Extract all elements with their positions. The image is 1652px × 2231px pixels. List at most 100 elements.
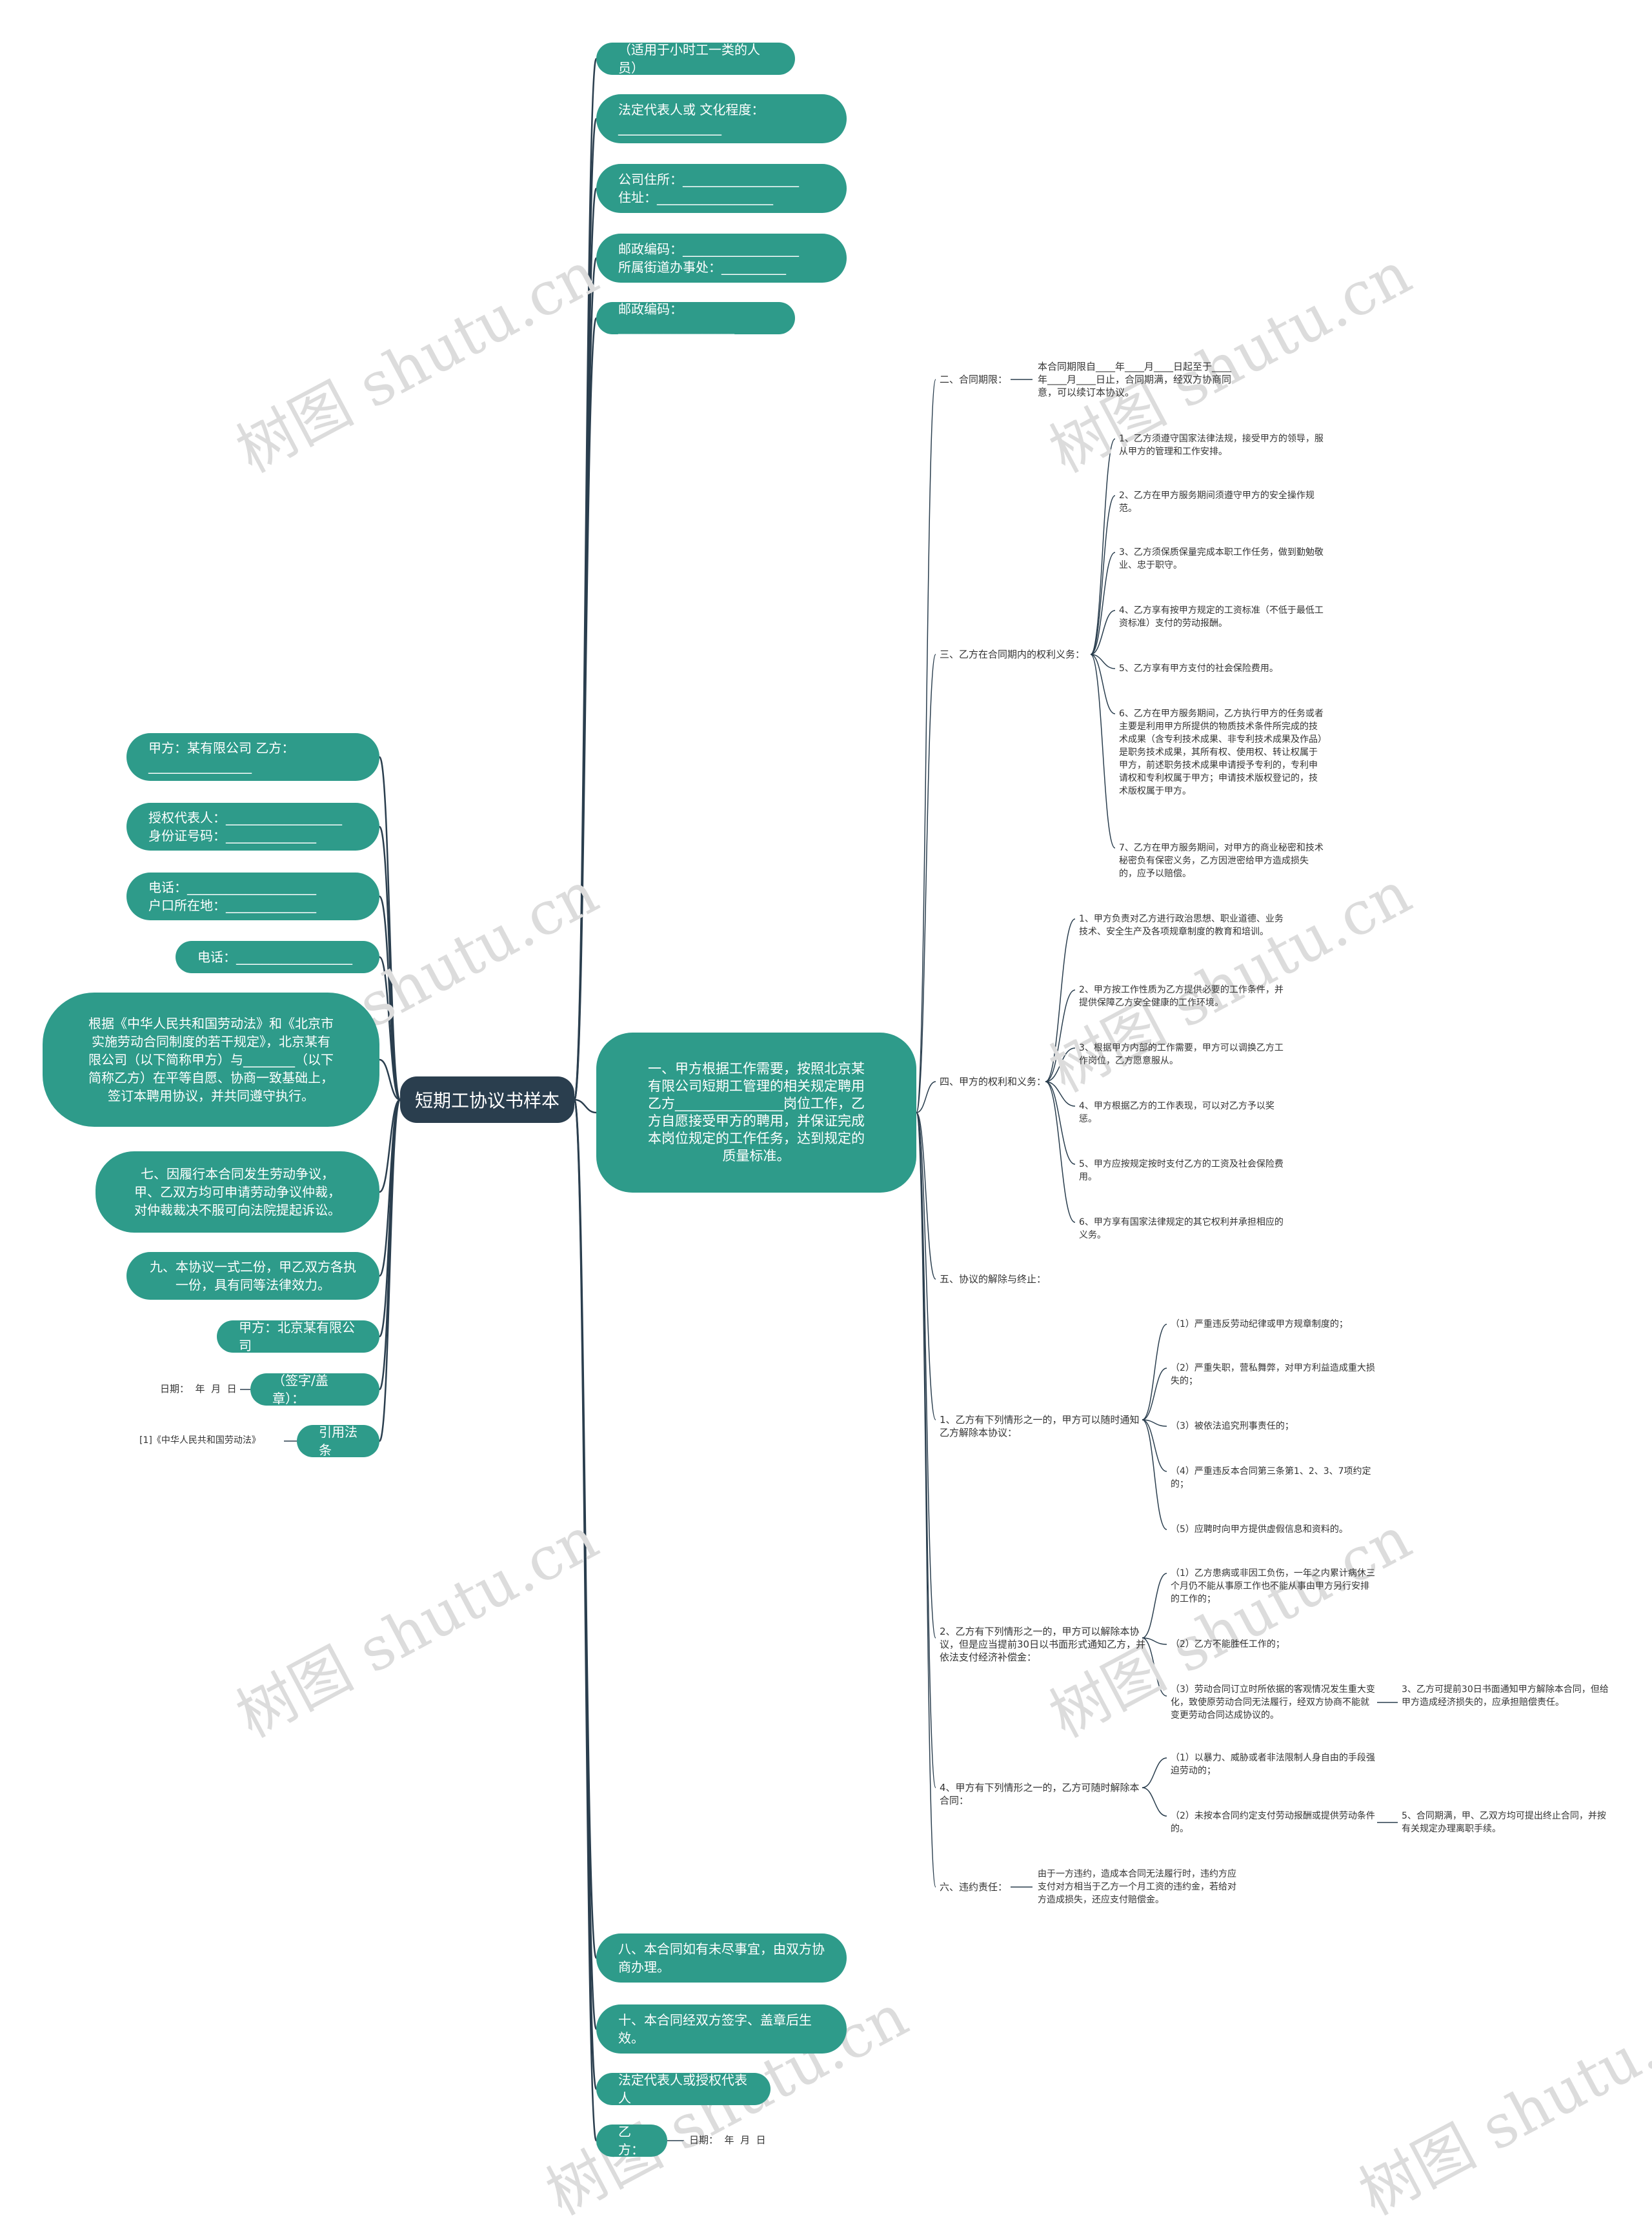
section-4-item: 5、甲方应按规定按时支付乙方的工资及社会保险费用。	[1079, 1159, 1284, 1182]
right-pill-postcode[interactable]: 邮政编码：__________________ 所属街道办事处：________…	[596, 234, 847, 283]
clause-8-node[interactable]: 八、本合同如有未尽事宜，由双方协商办理。	[596, 1933, 847, 1983]
left-pill-preamble[interactable]: 根据《中华人民共和国劳动法》和《北京市实施劳动合同制度的若干规定》，北京某有限公…	[43, 993, 379, 1127]
connector	[1045, 1081, 1076, 1165]
connector	[1090, 495, 1116, 655]
connector	[1045, 989, 1076, 1082]
connector	[1142, 1573, 1167, 1639]
signature-node[interactable]: （签字/盖章）：	[250, 1373, 379, 1406]
termination-4-label: 4、甲方有下列情形之一的，乙方可随时解除本合同：	[940, 1782, 1140, 1806]
connector	[916, 1112, 936, 1280]
party-b-date: 日期： 年 月 日	[689, 2134, 766, 2146]
termination-2-label: 2、乙方有下列情形之一的，甲方可以解除本协议，但是应当提前30日以书面形式通知乙…	[940, 1626, 1146, 1663]
termination-4-item: （1）以暴力、威胁或者非法限制人身自由的手段强迫劳动的；	[1171, 1753, 1375, 1776]
section-4-item: 3、根据甲方内部的工作需要，甲方可以调换乙方工作岗位，乙方愿意服从。	[1079, 1043, 1284, 1066]
section-3-item: 4、乙方享有按甲方规定的工资标准（不低于最低工资标准）支付的劳动报酬。	[1119, 605, 1324, 629]
termination-4-item: （2）未按本合同约定支付劳动报酬或提供劳动条件的。	[1171, 1811, 1375, 1834]
section-6-label: 六、违约责任：	[940, 1881, 1008, 1893]
connector	[916, 1112, 936, 1888]
connector	[1090, 610, 1116, 655]
clause-10-node[interactable]: 十、本合同经双方签字、盖章后生效。	[596, 2004, 847, 2054]
connector	[378, 1098, 401, 1442]
connector	[573, 317, 598, 1101]
connector	[916, 1081, 936, 1113]
connector	[916, 1112, 936, 1788]
connector	[1090, 654, 1116, 669]
left-pill-authorized-rep[interactable]: 授权代表人：__________________ 身份证号码：_________…	[126, 803, 379, 851]
left-pill-phone-hukou[interactable]: 电话：____________________ 户口所在地：__________…	[126, 873, 379, 920]
section-3-label: 三、乙方在合同期内的权利义务：	[940, 649, 1085, 660]
root-node[interactable]: 短期工协议书样本	[400, 1076, 574, 1123]
connector	[1142, 1324, 1167, 1420]
right-pill-postcode-2[interactable]: 邮政编码：__________________	[596, 301, 795, 335]
connector	[1142, 1419, 1167, 1472]
party-a-node[interactable]: 甲方：北京某有限公司	[217, 1320, 379, 1353]
right-pill-address[interactable]: 公司住所：__________________ 住址：_____________…	[596, 164, 847, 213]
clause-9-node[interactable]: 九、本协议一式二份，甲乙双方各执一份，具有同等法律效力。	[126, 1252, 379, 1300]
connector	[1045, 1081, 1076, 1223]
termination-4-extra: 5、合同期满，甲、乙双方均可提出终止合同，并按有关规定办理离职手续。	[1402, 1811, 1606, 1834]
section-6-text: 由于一方违约，造成本合同无法履行时，违约方应支付对方相当于乙方一个月工资的违约金…	[1038, 1869, 1236, 1905]
connector	[1142, 1368, 1167, 1420]
connector	[1045, 918, 1076, 1082]
section-2-text: 本合同期限自____年____月____日起至于____年____月____日止…	[1038, 361, 1232, 398]
connector	[916, 654, 936, 1113]
section-4-item: 2、甲方按工作性质为乙方提供必要的工作条件，并提供保障乙方安全健康的工作环境。	[1079, 985, 1284, 1008]
party-b-sign-node[interactable]: 乙方：	[596, 2124, 667, 2157]
connector	[1142, 1757, 1167, 1788]
termination-1-item: （2）严重失职，营私舞弊，对甲方利益造成重大损失的；	[1171, 1363, 1375, 1386]
clause-7-node[interactable]: 七、因履行本合同发生劳动争议，甲、乙双方均可申请劳动争议仲裁，对仲裁裁决不服可向…	[96, 1151, 379, 1233]
connector	[916, 379, 936, 1113]
connector	[1142, 1637, 1167, 1697]
connector	[378, 1098, 401, 1338]
connector	[378, 956, 401, 1101]
connector	[378, 756, 401, 1101]
connector	[573, 1098, 598, 2142]
section-5-label: 五、协议的解除与终止：	[940, 1273, 1047, 1285]
connector	[1142, 1637, 1167, 1645]
left-pill-parties[interactable]: 甲方：某有限公司 乙方：________________	[126, 733, 379, 781]
signature-date: 日期： 年 月 日	[160, 1383, 237, 1395]
connector	[1142, 1419, 1167, 1427]
termination-1-item: （1）严重违反劳动纪律或甲方规章制度的；	[1171, 1319, 1348, 1329]
termination-1-item: （5）应聘时向甲方提供虚假信息和资料的。	[1171, 1524, 1348, 1535]
termination-1-item: （3）被依法追究刑事责任的；	[1171, 1421, 1294, 1431]
connector	[1090, 438, 1116, 655]
section-3-item: 3、乙方须保质保量完成本职工作任务，做到勤勉敬业、忠于职守。	[1119, 547, 1324, 570]
section-3-item: 5、乙方享有甲方支付的社会保险费用。	[1119, 663, 1278, 674]
section-4-item: 1、甲方负责对乙方进行政治思想、职业道德、业务技术、安全生产及各项规章制度的教育…	[1079, 914, 1284, 937]
connector	[379, 1098, 401, 1193]
section-4-item: 6、甲方享有国家法律规定的其它权利并承担相应的义务。	[1079, 1217, 1284, 1240]
connector	[1142, 1419, 1167, 1530]
connector	[916, 1112, 936, 1639]
termination-2-item: （1）乙方患病或非因工负伤，一年之内累计病休三个月仍不能从事原工作也不能从事由甲…	[1171, 1568, 1375, 1604]
section-4-label: 四、甲方的权利和义务：	[940, 1076, 1047, 1087]
connector	[1090, 654, 1116, 714]
termination-2-item: （2）乙方不能胜任工作的；	[1171, 1639, 1285, 1650]
termination-1-item: （4）严重违反本合同第三条第1、2、3、7项约定的；	[1171, 1466, 1371, 1489]
right-pill-scope[interactable]: （适用于小时工一类的人员）	[596, 42, 795, 76]
section-3-item: 6、乙方在甲方服务期间，乙方执行甲方的任务或者主要是利用甲方所提供的物质技术条件…	[1119, 709, 1324, 796]
cited-law-node[interactable]: 引用法条	[297, 1424, 379, 1458]
section-3-item: 1、乙方须遵守国家法律法规，接受甲方的领导，服从甲方的管理和工作安排。	[1119, 434, 1324, 457]
connector	[916, 1112, 936, 1420]
right-pill-legal-rep[interactable]: 法定代表人或 文化程度：________________	[596, 94, 847, 143]
section-3-item: 7、乙方在甲方服务期间，对甲方的商业秘密和技术秘密负有保密义务，乙方因泄密给甲方…	[1119, 843, 1324, 879]
connector	[1090, 552, 1116, 655]
connector	[379, 1058, 401, 1101]
connector	[574, 1098, 597, 1114]
connector	[1045, 1047, 1076, 1082]
section-2-label: 二、合同期限：	[940, 374, 1008, 385]
section-4-item: 4、甲方根据乙方的工作表现，可以对乙方予以奖惩。	[1079, 1101, 1274, 1124]
termination-1-label: 1、乙方有下列情形之一的，甲方可以随时通知乙方解除本协议：	[940, 1414, 1140, 1439]
termination-2-item: （3）劳动合同订立时所依据的客观情况发生重大变化，致使原劳动合同无法履行，经双方…	[1171, 1684, 1375, 1721]
section-3-item: 2、乙方在甲方服务期间须遵守甲方的安全操作规范。	[1119, 490, 1315, 514]
cited-law-leaf: [1]《中华人民共和国劳动法》	[139, 1435, 261, 1446]
legal-rep-node[interactable]: 法定代表人或授权代表人	[596, 2072, 771, 2106]
connector	[1090, 654, 1116, 849]
termination-2-extra: 3、乙方可提前30日书面通知甲方解除本合同，但给甲方造成经济损失的，应承担赔偿责…	[1402, 1684, 1609, 1708]
left-pill-phone[interactable]: 电话：__________________	[176, 941, 379, 973]
connector	[1045, 1081, 1076, 1107]
clause-1-node[interactable]: 一、甲方根据工作需要，按照北京某有限公司短期工管理的相关规定聘用乙方______…	[596, 1033, 916, 1193]
